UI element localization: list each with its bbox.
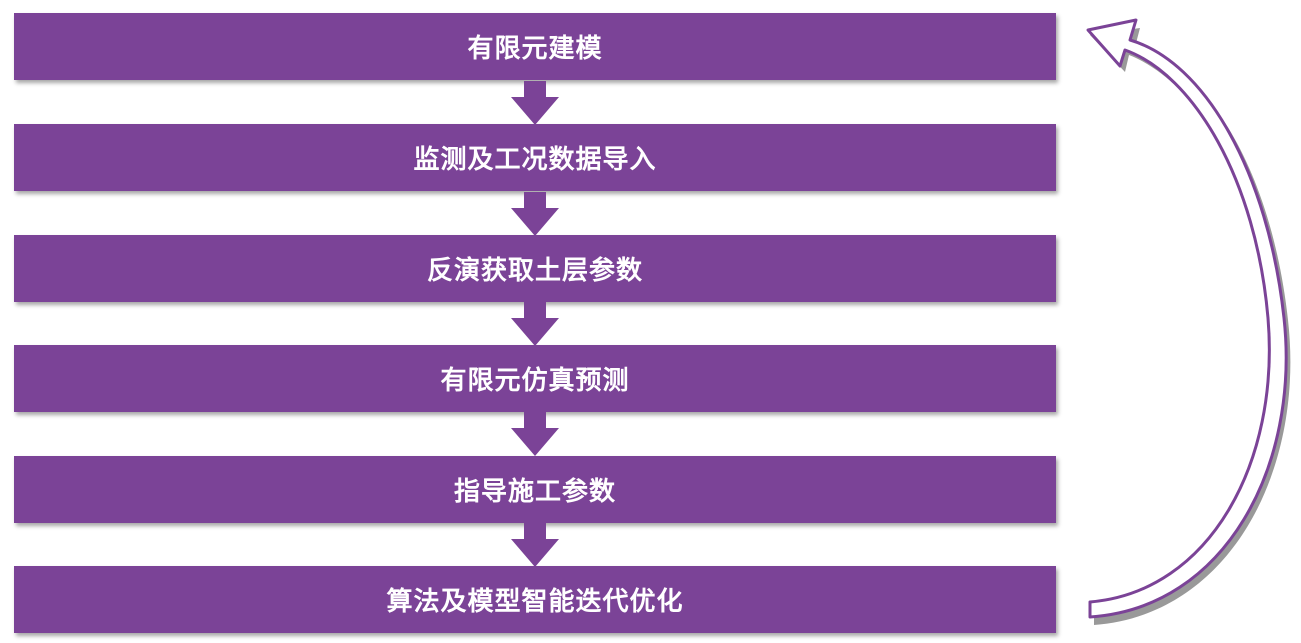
- loop-arrow-body: [1086, 18, 1288, 619]
- step-label-1: 有限元建模: [467, 34, 603, 64]
- down-arrow-shape-5: [511, 523, 559, 567]
- step-label-6: 算法及模型智能迭代优化: [386, 587, 684, 617]
- down-arrow-shape-4: [511, 412, 559, 456]
- step-box-5: 指导施工参数: [14, 456, 1056, 523]
- step-label-3: 反演获取土层参数: [426, 256, 643, 286]
- step-box-2: 监测及工况数据导入: [14, 124, 1056, 191]
- step-box-1: 有限元建模: [14, 13, 1056, 80]
- down-arrow-icon: [511, 192, 559, 236]
- step-box-4: 有限元仿真预测: [14, 345, 1056, 412]
- step-label-2: 监测及工况数据导入: [413, 145, 657, 175]
- step-box-3: 反演获取土层参数: [14, 235, 1056, 302]
- down-arrow-icon: [511, 412, 559, 456]
- step-label-4: 有限元仿真预测: [440, 366, 630, 396]
- step-label-5: 指导施工参数: [453, 477, 616, 507]
- down-arrow-icon: [511, 81, 559, 125]
- down-arrow-icon: [511, 302, 559, 346]
- down-arrow-shape-3: [511, 302, 559, 346]
- step-box-6: 算法及模型智能迭代优化: [14, 566, 1056, 633]
- down-arrow-icon: [511, 523, 559, 567]
- down-arrow-shape-1: [511, 81, 559, 125]
- down-arrow-shape-2: [511, 192, 559, 236]
- loop-arrow-shadow: [1090, 28, 1291, 625]
